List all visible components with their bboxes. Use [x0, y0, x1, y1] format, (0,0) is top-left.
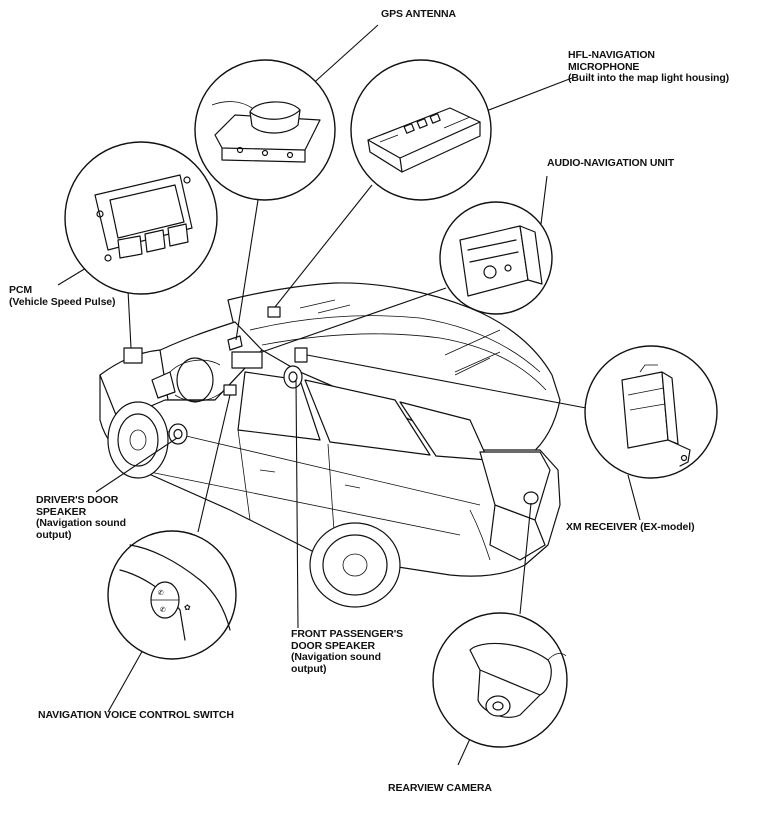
rearview-camera-text: REARVIEW CAMERA	[388, 782, 492, 794]
passenger-speaker-label: FRONT PASSENGER'S DOOR SPEAKER (Navigati…	[291, 628, 404, 675]
audio-nav-unit-text: AUDIO-NAVIGATION UNIT	[547, 157, 675, 169]
camera-marker	[523, 491, 539, 505]
microphone-marker	[267, 306, 281, 318]
driver-speaker-text-3: (Navigation sound	[36, 517, 126, 529]
svg-text:✿: ✿	[184, 603, 191, 612]
voice-switch-detail: ✆ ✆ ✿	[107, 530, 237, 660]
voice-switch-text: NAVIGATION VOICE CONTROL SWITCH	[38, 709, 234, 721]
xm-marker	[294, 347, 308, 363]
xm-receiver-text: XM RECEIVER (EX-model)	[566, 521, 695, 533]
gps-antenna-text: GPS ANTENNA	[381, 8, 456, 20]
pcm-label: PCM (Vehicle Speed Pulse)	[9, 284, 116, 308]
voice-switch-label: NAVIGATION VOICE CONTROL SWITCH	[38, 709, 234, 722]
audio-nav-unit-detail	[439, 201, 553, 315]
rearview-camera-detail	[432, 612, 568, 748]
vehicle-illustration	[99, 282, 561, 608]
leader-lines	[57, 24, 641, 766]
driver-speaker-text-4: output)	[36, 528, 72, 541]
driver-speaker-marker	[168, 423, 188, 445]
gps-antenna-label: GPS ANTENNA	[381, 8, 456, 21]
xm-receiver-label: XM RECEIVER (EX-model)	[566, 521, 695, 534]
svg-text:✆: ✆	[160, 606, 166, 614]
pcm-marker	[123, 347, 143, 364]
pcm-text-1: PCM	[9, 284, 33, 296]
passenger-speaker-marker	[283, 365, 303, 389]
driver-speaker-text-2: SPEAKER	[36, 505, 87, 518]
passenger-speaker-text-2: DOOR SPEAKER	[291, 639, 375, 652]
hfl-microphone-text-1: HFL-NAVIGATION	[568, 49, 655, 61]
audio-nav-marker	[231, 351, 263, 369]
audio-nav-unit-label: AUDIO-NAVIGATION UNIT	[547, 157, 675, 170]
passenger-speaker-text-1: FRONT PASSENGER'S	[291, 628, 404, 640]
hfl-microphone-label: HFL-NAVIGATION MICROPHONE (Built into th…	[568, 49, 730, 85]
svg-text:✆: ✆	[158, 589, 164, 597]
hfl-microphone-text-3: (Built into the map light housing)	[568, 72, 730, 84]
driver-speaker-text-1: DRIVER'S DOOR	[36, 494, 119, 506]
passenger-speaker-text-3: (Navigation sound	[291, 651, 381, 663]
hfl-microphone-detail	[350, 59, 492, 201]
hfl-microphone-text-2: MICROPHONE	[568, 60, 640, 73]
component-markers	[123, 306, 539, 505]
gps-antenna-detail	[194, 59, 336, 201]
driver-speaker-label: DRIVER'S DOOR SPEAKER (Navigation sound …	[36, 494, 126, 541]
passenger-speaker-text-4: output)	[291, 662, 327, 675]
pcm-detail	[64, 141, 218, 295]
pcm-text-2: (Vehicle Speed Pulse)	[9, 295, 116, 308]
rearview-camera-label: REARVIEW CAMERA	[388, 782, 492, 795]
xm-receiver-detail	[584, 345, 718, 479]
voice-switch-marker	[223, 384, 237, 396]
